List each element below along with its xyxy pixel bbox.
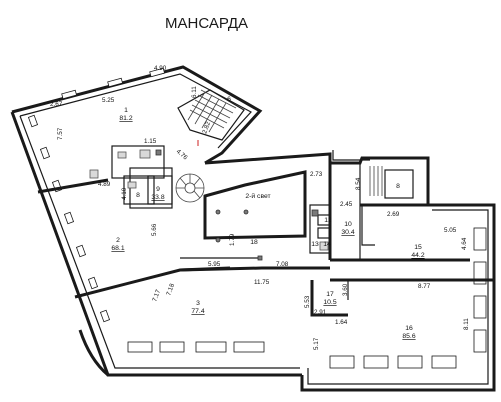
dimension: 8.77: [418, 283, 431, 290]
dimension: 5.66: [151, 223, 158, 236]
room-number: 16: [405, 325, 413, 332]
dimension: 7.17: [151, 288, 162, 302]
dimension: 5.05: [444, 227, 457, 234]
room-number: 14: [323, 241, 331, 248]
room-number: 17: [326, 291, 334, 298]
room-area: 10.5: [323, 299, 336, 306]
room-area: 33.8: [151, 194, 164, 201]
dimension: 2.67: [50, 101, 63, 108]
dimension-labels: 4.90 2.67 5.25 7.57 6.11 2.82 1.15 4.76 …: [50, 65, 470, 350]
stair-main: [187, 89, 237, 133]
dimension: 8.54: [355, 177, 362, 190]
room-number: 1: [124, 107, 128, 114]
room-number: 8: [396, 183, 400, 190]
room-number: 15: [414, 244, 422, 251]
plan-title: МАНСАРДА: [165, 15, 248, 32]
dimension: 8.11: [463, 318, 470, 330]
south-windows: [127, 341, 457, 369]
dimension: 2.82: [201, 120, 212, 134]
room-area: 30.4: [341, 229, 354, 236]
dimension: 1.64: [335, 319, 348, 326]
room-area: 77.4: [191, 308, 204, 315]
dimension: 7.57: [57, 127, 64, 140]
dimension: 7.18: [165, 282, 176, 296]
dimension: 4.10: [121, 187, 128, 200]
west-windows: [27, 67, 166, 323]
void-label: 2-й свет: [245, 192, 270, 200]
room-number: 12: [324, 217, 332, 224]
dimension: 11.75: [254, 279, 270, 286]
dimension: 3.60: [342, 283, 349, 296]
dimension: 6.11: [191, 86, 198, 98]
dimension: 7.08: [276, 261, 289, 268]
dimension: 4.64: [461, 237, 468, 250]
dimension: 2.69: [387, 211, 400, 218]
dimension: 2.45: [340, 201, 353, 208]
dimension: 5.53: [304, 295, 311, 308]
room-number: 3: [196, 300, 200, 307]
room-number: 9: [156, 186, 160, 193]
stair-spiral: [175, 173, 205, 203]
room-number: 10: [344, 221, 352, 228]
room-number: 13: [311, 241, 319, 248]
outer-walls: [10, 65, 496, 392]
stair-east: [369, 166, 383, 196]
fixtures: [89, 149, 329, 261]
dimension: 5.17: [313, 337, 320, 350]
dimension: 5.95: [208, 261, 221, 268]
dimension: 4.90: [154, 65, 167, 72]
room-number: 2: [116, 237, 120, 244]
room-area: 81.2: [119, 115, 132, 122]
dimension: 4.89: [98, 181, 111, 188]
room-number: 6: [227, 96, 231, 103]
interior-walls: [37, 89, 494, 317]
room-area: 68.1: [111, 245, 124, 252]
dimension: 2.91: [314, 309, 327, 316]
dimension: 5.25: [102, 97, 115, 104]
room-number: 18: [250, 239, 258, 246]
dimension: 1.15: [144, 138, 157, 145]
room-number: 8: [136, 192, 140, 199]
east-windows: [473, 227, 487, 353]
room-area: 44.2: [411, 252, 424, 259]
dimension: 4.76: [175, 148, 189, 162]
room-labels: 1 81.2 2 68.1 3 77.4 6 8 9 33.8 10 30.4 …: [111, 96, 424, 340]
dimension: 2.73: [310, 171, 323, 178]
room-area: 85.6: [402, 333, 415, 340]
dimension: 1.79: [229, 233, 236, 246]
